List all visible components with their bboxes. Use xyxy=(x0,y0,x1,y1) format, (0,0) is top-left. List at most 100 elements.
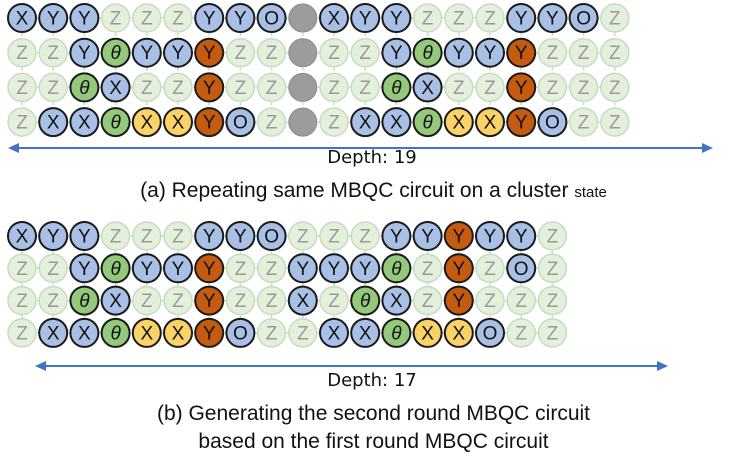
svg-text:Z: Z xyxy=(47,259,59,280)
svg-text:O: O xyxy=(264,9,279,30)
svg-text:Y: Y xyxy=(140,259,153,280)
svg-text:X: X xyxy=(16,227,29,248)
qubit-z: Z xyxy=(600,72,630,103)
svg-text:Y: Y xyxy=(234,227,247,248)
qubit-z: Z xyxy=(100,221,131,251)
svg-text:O: O xyxy=(483,323,498,344)
panel-a-caption-small: state xyxy=(574,184,607,201)
svg-text:Y: Y xyxy=(421,227,434,248)
svg-text:Z: Z xyxy=(328,43,340,64)
qubit-y-orange: Y xyxy=(194,72,225,103)
qubit-z: Z xyxy=(350,72,380,103)
qubit-z: Z xyxy=(319,72,349,103)
svg-text:Y: Y xyxy=(359,9,372,30)
svg-text:Z: Z xyxy=(297,227,309,248)
qubit-x-yellow: X xyxy=(131,317,162,348)
qubit-y: Y xyxy=(537,3,568,33)
svg-text:θ: θ xyxy=(360,291,371,312)
svg-text:Z: Z xyxy=(266,323,278,344)
qubit-o: O xyxy=(475,317,505,348)
qubit-x-yellow: X xyxy=(412,317,443,348)
svg-text:Z: Z xyxy=(484,78,496,99)
svg-text:Y: Y xyxy=(47,227,60,248)
svg-text:X: X xyxy=(390,291,403,312)
panel-a-depth-label: Depth: 19 xyxy=(327,147,417,168)
qubit-z: Z xyxy=(7,37,37,68)
qubit-y: Y xyxy=(38,221,69,251)
qubit-z: Z xyxy=(132,3,162,33)
svg-text:Y: Y xyxy=(78,227,91,248)
svg-text:X: X xyxy=(16,9,29,30)
svg-text:X: X xyxy=(78,323,91,344)
qubit-y: Y xyxy=(225,221,256,251)
qubit-z: Z xyxy=(537,285,568,316)
svg-text:Y: Y xyxy=(296,259,309,280)
qubit-y: Y xyxy=(163,37,193,68)
svg-text:X: X xyxy=(47,323,60,344)
svg-text:Z: Z xyxy=(266,43,278,64)
svg-text:X: X xyxy=(452,323,465,344)
qubit-z: Z xyxy=(100,3,131,33)
svg-text:Y: Y xyxy=(78,9,91,30)
svg-text:Z: Z xyxy=(547,43,559,64)
qubit-y: Y xyxy=(381,221,412,251)
qubit-gap xyxy=(288,38,318,68)
svg-text:Y: Y xyxy=(140,43,153,64)
qubit-z: Z xyxy=(163,285,193,316)
svg-text:X: X xyxy=(390,113,403,134)
qubit-y: Y xyxy=(319,253,349,284)
qubit-z: Z xyxy=(568,72,599,103)
qubit-y: Y xyxy=(38,3,69,33)
qubit-y: Y xyxy=(131,37,162,68)
qubit-y-orange: Y xyxy=(194,107,225,138)
qubit-z: Z xyxy=(256,253,287,284)
svg-text:Y: Y xyxy=(47,9,60,30)
qubit-o: O xyxy=(506,253,537,284)
depth-arrow-left-head xyxy=(35,361,46,371)
qubit-y-orange: Y xyxy=(194,37,225,68)
svg-text:Z: Z xyxy=(578,43,590,64)
svg-text:Z: Z xyxy=(110,9,122,30)
qubit-x-yellow: X xyxy=(163,107,193,138)
svg-text:Z: Z xyxy=(110,227,122,248)
svg-text:Z: Z xyxy=(141,78,153,99)
qubit-y: Y xyxy=(163,253,193,284)
qubit-z: Z xyxy=(7,253,37,284)
svg-text:X: X xyxy=(328,323,341,344)
svg-text:Z: Z xyxy=(328,113,340,134)
qubit-z: Z xyxy=(132,72,162,103)
svg-text:X: X xyxy=(172,113,185,134)
qubit-z: Z xyxy=(506,285,536,316)
qubit-z: Z xyxy=(38,285,68,316)
svg-text:Y: Y xyxy=(515,78,528,99)
svg-text:X: X xyxy=(359,323,372,344)
svg-text:Z: Z xyxy=(16,291,28,312)
qubit-z: Z xyxy=(256,72,287,103)
svg-text:Z: Z xyxy=(47,43,59,64)
svg-text:Y: Y xyxy=(515,43,528,64)
qubit-z: Z xyxy=(7,72,37,103)
qubit-z: Z xyxy=(38,37,68,68)
qubit-z: Z xyxy=(163,221,193,251)
qubit-y: Y xyxy=(506,3,537,33)
svg-text:θ: θ xyxy=(391,323,402,344)
svg-text:Z: Z xyxy=(16,323,28,344)
svg-text:O: O xyxy=(545,113,560,134)
qubit-o: O xyxy=(225,317,256,348)
svg-text:Z: Z xyxy=(609,113,621,134)
qubit-y: Y xyxy=(412,221,443,251)
qubit-z: Z xyxy=(132,285,162,316)
svg-text:Z: Z xyxy=(328,291,340,312)
qubit-o: O xyxy=(256,3,287,33)
svg-text:Z: Z xyxy=(578,113,590,134)
svg-text:Z: Z xyxy=(47,78,59,99)
svg-text:Y: Y xyxy=(172,259,185,280)
qubit-y: Y xyxy=(287,253,318,284)
qubit-y: Y xyxy=(69,3,100,33)
qubit-o: O xyxy=(225,107,256,138)
qubit-z: Z xyxy=(7,285,37,316)
svg-text:X: X xyxy=(109,291,122,312)
svg-text:Y: Y xyxy=(203,78,216,99)
svg-text:Y: Y xyxy=(390,227,403,248)
